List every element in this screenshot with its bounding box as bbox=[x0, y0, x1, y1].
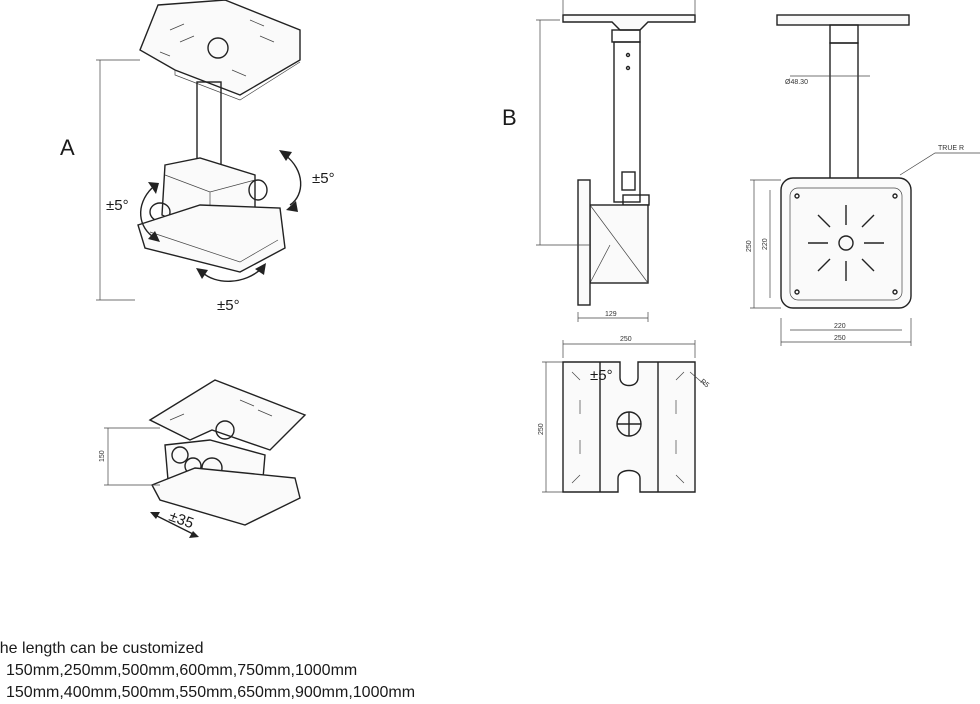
plan-width-label: 250 bbox=[620, 336, 632, 343]
front-elevation: Ø48.30 TRUE R 250 220 220 250 bbox=[746, 14, 980, 346]
view-a-label: A bbox=[60, 135, 75, 160]
height-dim-label: 150 bbox=[99, 450, 106, 462]
tilt-bottom-label: ±5° bbox=[217, 297, 240, 314]
customization-note: The length can be customized bbox=[0, 640, 204, 657]
true-r-label: TRUE R bbox=[938, 145, 964, 152]
move-range-label: ±35 bbox=[167, 508, 196, 532]
front-width-220-label: 220 bbox=[834, 323, 846, 330]
side-depth-label: 129 bbox=[605, 311, 617, 318]
plan-angle-label: ±5° bbox=[590, 367, 613, 384]
plan-view: 250 250 R5 ±5° bbox=[538, 336, 710, 493]
view-a-tall-mount: A ±5° ±5° ±5° bbox=[60, 0, 335, 314]
front-height-250-label: 250 bbox=[746, 240, 753, 252]
tube-diameter-label: Ø48.30 bbox=[785, 79, 808, 86]
length-options-a: 150mm,250mm,500mm,600mm,750mm,1000mm bbox=[6, 662, 358, 679]
plan-radius-label: R5 bbox=[699, 378, 710, 389]
short-mount: 150 ±35 bbox=[99, 379, 307, 538]
view-b-label: B bbox=[502, 105, 517, 130]
front-width-250-label: 250 bbox=[834, 335, 846, 342]
plan-height-label: 250 bbox=[538, 423, 545, 435]
view-b-side-elevation: B 129 bbox=[502, 0, 696, 322]
front-height-220-label: 220 bbox=[762, 238, 769, 250]
length-notes: The length can be customized 150mm,250mm… bbox=[0, 638, 600, 704]
length-options-b: 150mm,400mm,500mm,550mm,650mm,900mm,1000… bbox=[6, 684, 416, 701]
tilt-right-label: ±5° bbox=[312, 170, 335, 187]
tilt-left-label: ±5° bbox=[106, 197, 129, 214]
